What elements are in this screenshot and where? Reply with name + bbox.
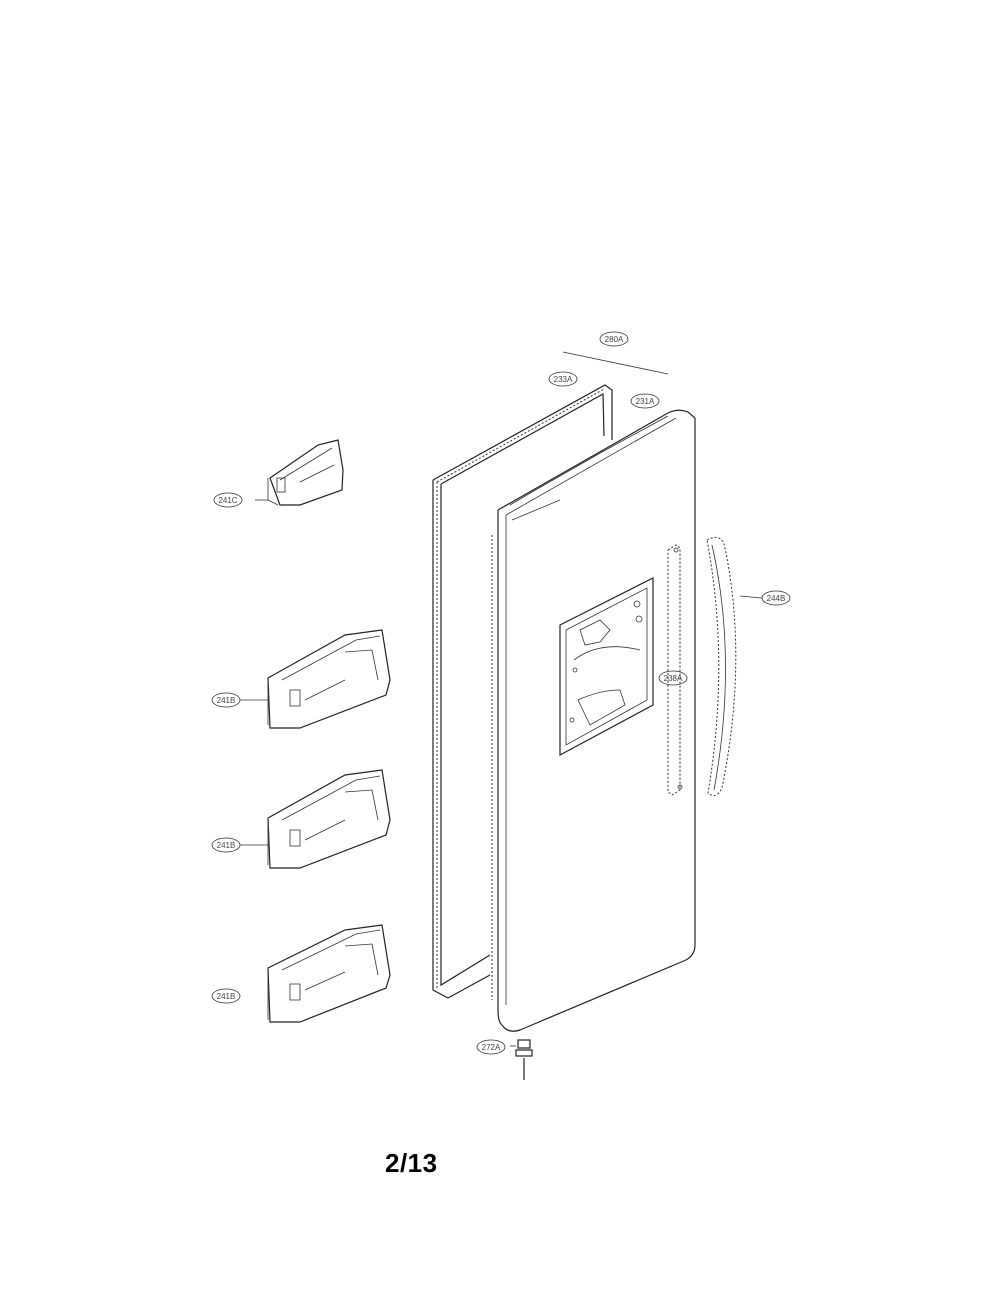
svg-text:244B: 244B: [767, 594, 786, 603]
callout-233A: 233A: [548, 371, 578, 387]
callout-244B: 244B: [739, 590, 791, 606]
dispenser-recess: [559, 577, 654, 757]
svg-text:241B: 241B: [217, 841, 236, 850]
door-basket-large-3: [267, 924, 391, 1023]
callout-241B-c: 241B: [211, 988, 241, 1004]
door-handle: [706, 536, 737, 797]
callout-280A: 280A: [599, 331, 629, 347]
door-basket-large-2: [240, 769, 391, 869]
callout-272A: 272A: [476, 1039, 506, 1055]
callout-241B-b: 241B: [211, 837, 241, 853]
leader-line-top: [562, 351, 669, 375]
svg-text:233A: 233A: [554, 375, 573, 384]
svg-text:272A: 272A: [482, 1043, 501, 1052]
svg-text:238A: 238A: [664, 674, 683, 683]
svg-text:241B: 241B: [217, 992, 236, 1001]
page-number: 2/13: [385, 1148, 438, 1178]
door-basket-small: [255, 439, 344, 506]
bottom-hinge: [510, 1039, 533, 1080]
door-basket-large-1: [240, 629, 391, 729]
callout-241B-a: 241B: [211, 692, 241, 708]
callout-241C: 241C: [213, 492, 243, 508]
dispenser-cover-strip: [667, 544, 683, 796]
callout-238A: 238A: [658, 670, 688, 686]
door-gasket: [432, 384, 613, 999]
svg-text:241B: 241B: [217, 696, 236, 705]
svg-text:231A: 231A: [636, 397, 655, 406]
svg-text:241C: 241C: [218, 496, 237, 505]
svg-text:280A: 280A: [605, 335, 624, 344]
refrigerator-door: [491, 409, 696, 1032]
callout-231A: 231A: [630, 393, 660, 409]
